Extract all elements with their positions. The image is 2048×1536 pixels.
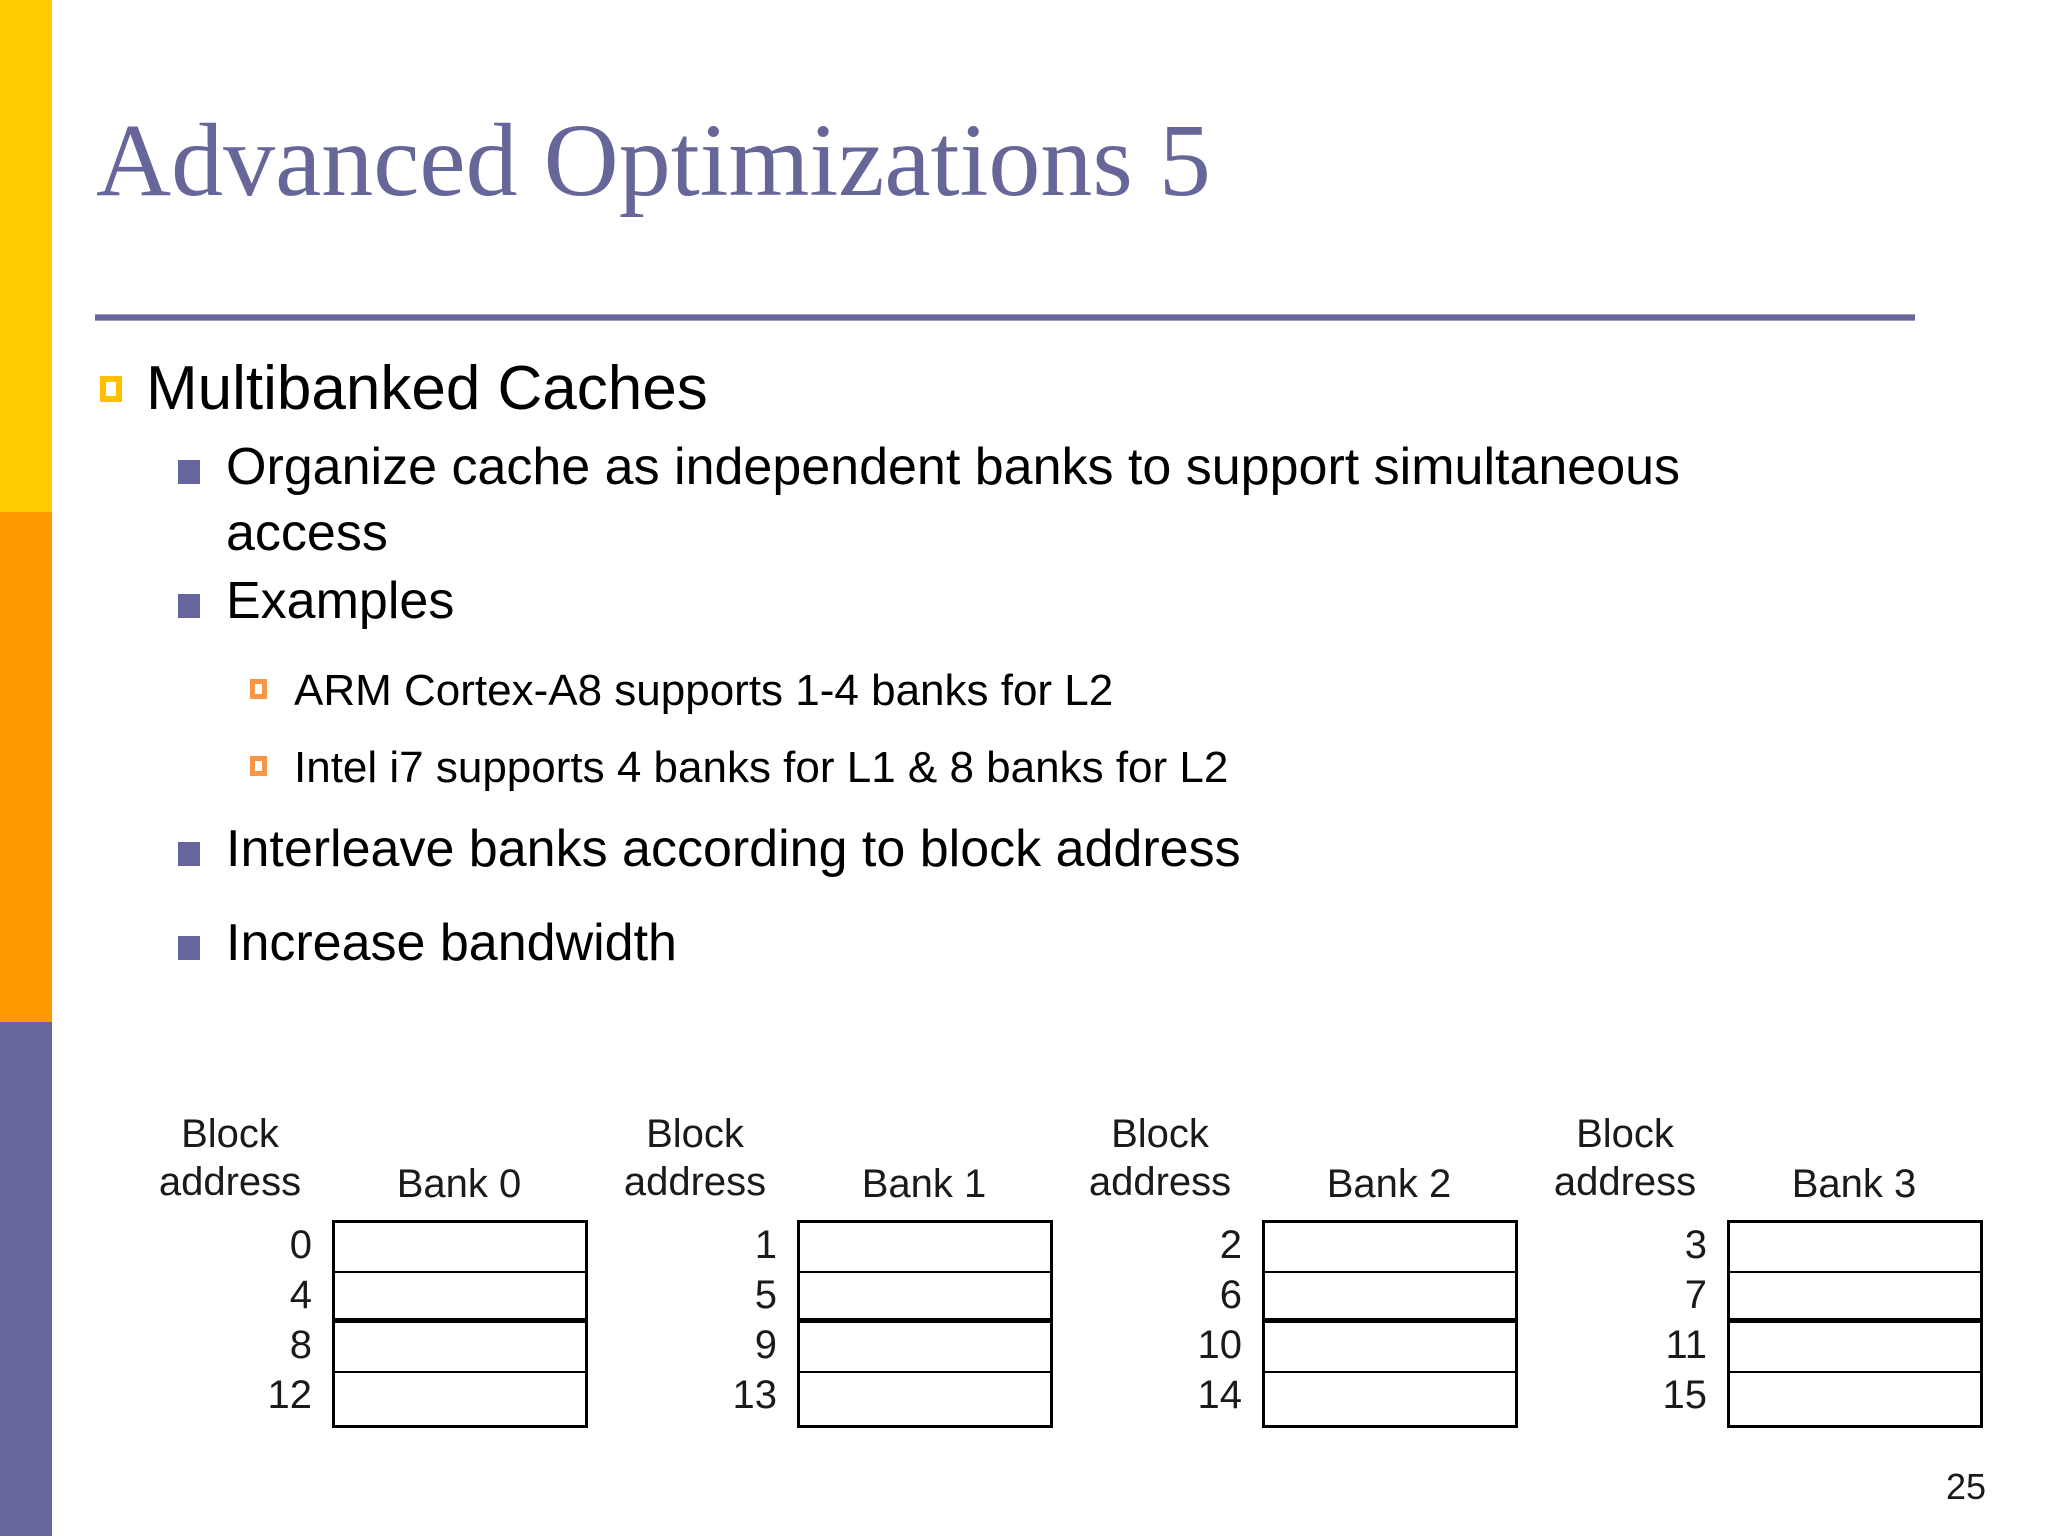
address-cell: 11 — [1665, 1323, 1707, 1367]
bullet-organize-cache: Organize cache as independent banks to s… — [178, 434, 1980, 566]
bank-body-1: 1 5 9 13 — [585, 1220, 1055, 1432]
address-cell: 10 — [1197, 1323, 1243, 1367]
address-cell: 13 — [732, 1373, 778, 1417]
bank-row — [335, 1223, 585, 1273]
block-address-label: Block address — [1515, 1110, 1735, 1206]
title-divider-rule — [95, 314, 1915, 321]
bank-row — [800, 1223, 1050, 1273]
bank-row — [1265, 1273, 1515, 1323]
address-column-0: 0 4 8 12 — [120, 1220, 322, 1428]
bank-row — [335, 1373, 585, 1424]
address-cell: 0 — [289, 1223, 312, 1267]
multibank-interleave-diagram: Block address Bank 0 0 4 8 12 — [120, 1108, 2020, 1438]
address-cell: 1 — [754, 1223, 777, 1267]
block-address-label: Block address — [585, 1110, 805, 1206]
bullet-marker-level2 — [178, 910, 226, 1002]
bank-row — [1730, 1373, 1980, 1424]
bank-title: Bank 2 — [1326, 1162, 1452, 1206]
bullet-level2-label: Organize cache as independent banks to s… — [226, 438, 1681, 562]
address-cell: 6 — [1219, 1273, 1242, 1317]
bank-box-3 — [1727, 1220, 1983, 1428]
slide-title: Advanced Optimizations 5 — [96, 103, 1211, 218]
bank-row — [800, 1273, 1050, 1323]
bank-title: Bank 3 — [1791, 1162, 1917, 1206]
sidebar-band-yellow — [0, 0, 52, 512]
bank-row — [1730, 1273, 1980, 1323]
bank-header-3: Block address Bank 3 — [1515, 1108, 1985, 1218]
address-column-3: 3 7 11 15 — [1515, 1220, 1717, 1428]
bank-row — [1265, 1223, 1515, 1273]
block-address-line2: address — [623, 1160, 767, 1204]
page-number: 25 — [1945, 1466, 1986, 1507]
block-address-line2: address — [1553, 1160, 1697, 1204]
bullet-marker-level3 — [250, 739, 294, 814]
bullet-list: Multibanked Caches Organize cache as ind… — [80, 350, 1980, 1004]
address-cell: 3 — [1684, 1223, 1707, 1267]
bank-row — [800, 1323, 1050, 1373]
address-column-1: 1 5 9 13 — [585, 1220, 787, 1428]
bullet-marker-level1 — [100, 350, 146, 428]
sidebar-gutter — [52, 0, 56, 1536]
block-address-line1: Block — [646, 1112, 744, 1156]
bank-box-1 — [797, 1220, 1053, 1428]
bank-group-3: Block address Bank 3 3 7 11 15 — [1515, 1108, 1985, 1438]
bullet-arm-cortex-a8: ARM Cortex-A8 supports 1-4 banks for L2 — [250, 662, 1980, 737]
bank-title: Bank 1 — [861, 1162, 987, 1206]
block-address-line2: address — [158, 1160, 302, 1204]
bank-body-2: 2 6 10 14 — [1050, 1220, 1520, 1432]
bank-header-1: Block address Bank 1 — [585, 1108, 1055, 1218]
bullet-marker-level2 — [178, 816, 226, 908]
address-cell: 15 — [1662, 1373, 1708, 1417]
bank-row — [335, 1273, 585, 1323]
bullet-marker-level3 — [250, 662, 294, 737]
bank-box-0 — [332, 1220, 588, 1428]
bank-row — [1265, 1323, 1515, 1373]
address-cell: 12 — [267, 1373, 313, 1417]
block-address-line1: Block — [1111, 1112, 1209, 1156]
address-cell: 4 — [289, 1273, 312, 1317]
block-address-line2: address — [1088, 1160, 1232, 1204]
address-cell: 5 — [754, 1273, 777, 1317]
block-address-line1: Block — [1576, 1112, 1674, 1156]
address-cell: 9 — [754, 1323, 777, 1367]
address-column-2: 2 6 10 14 — [1050, 1220, 1252, 1428]
bank-row — [1265, 1373, 1515, 1424]
bullet-level2-label: Increase bandwidth — [226, 914, 677, 972]
sidebar-band-purple — [0, 1022, 52, 1536]
bank-row — [1730, 1223, 1980, 1273]
bullet-level3-label: ARM Cortex-A8 supports 1-4 banks for L2 — [294, 666, 1114, 715]
bullet-level1-multibanked-caches: Multibanked Caches — [100, 350, 1980, 428]
block-address-label: Block address — [120, 1110, 340, 1206]
bank-group-2: Block address Bank 2 2 6 10 14 — [1050, 1108, 1520, 1438]
bank-header-2: Block address Bank 2 — [1050, 1108, 1520, 1218]
address-cell: 2 — [1219, 1223, 1242, 1267]
bank-title: Bank 0 — [396, 1162, 522, 1206]
bank-row — [1730, 1323, 1980, 1373]
sidebar-band-orange — [0, 512, 52, 1022]
bank-header-0: Block address Bank 0 — [120, 1108, 590, 1218]
bank-row — [800, 1373, 1050, 1424]
bullet-level2-label: Interleave banks according to block addr… — [226, 820, 1241, 878]
bank-group-1: Block address Bank 1 1 5 9 13 — [585, 1108, 1055, 1438]
bullet-examples: Examples — [178, 568, 1980, 660]
bullet-marker-level2 — [178, 568, 226, 660]
bank-row — [335, 1323, 585, 1373]
block-address-line1: Block — [181, 1112, 279, 1156]
bullet-marker-level2 — [178, 434, 226, 526]
bullet-interleave-banks: Interleave banks according to block addr… — [178, 816, 1980, 908]
bank-group-0: Block address Bank 0 0 4 8 12 — [120, 1108, 590, 1438]
bank-body-0: 0 4 8 12 — [120, 1220, 590, 1432]
address-cell: 7 — [1684, 1273, 1707, 1317]
bullet-increase-bandwidth: Increase bandwidth — [178, 910, 1980, 1002]
sidebar-color-bands — [0, 0, 52, 1536]
address-cell: 8 — [289, 1323, 312, 1367]
bullet-level3-label: Intel i7 supports 4 banks for L1 & 8 ban… — [294, 743, 1229, 792]
bank-body-3: 3 7 11 15 — [1515, 1220, 1985, 1432]
bullet-level2-label: Examples — [226, 572, 455, 630]
block-address-label: Block address — [1050, 1110, 1270, 1206]
address-cell: 14 — [1197, 1373, 1243, 1417]
bullet-level1-label: Multibanked Caches — [146, 354, 708, 423]
bullet-intel-i7: Intel i7 supports 4 banks for L1 & 8 ban… — [250, 739, 1980, 814]
bank-box-2 — [1262, 1220, 1518, 1428]
